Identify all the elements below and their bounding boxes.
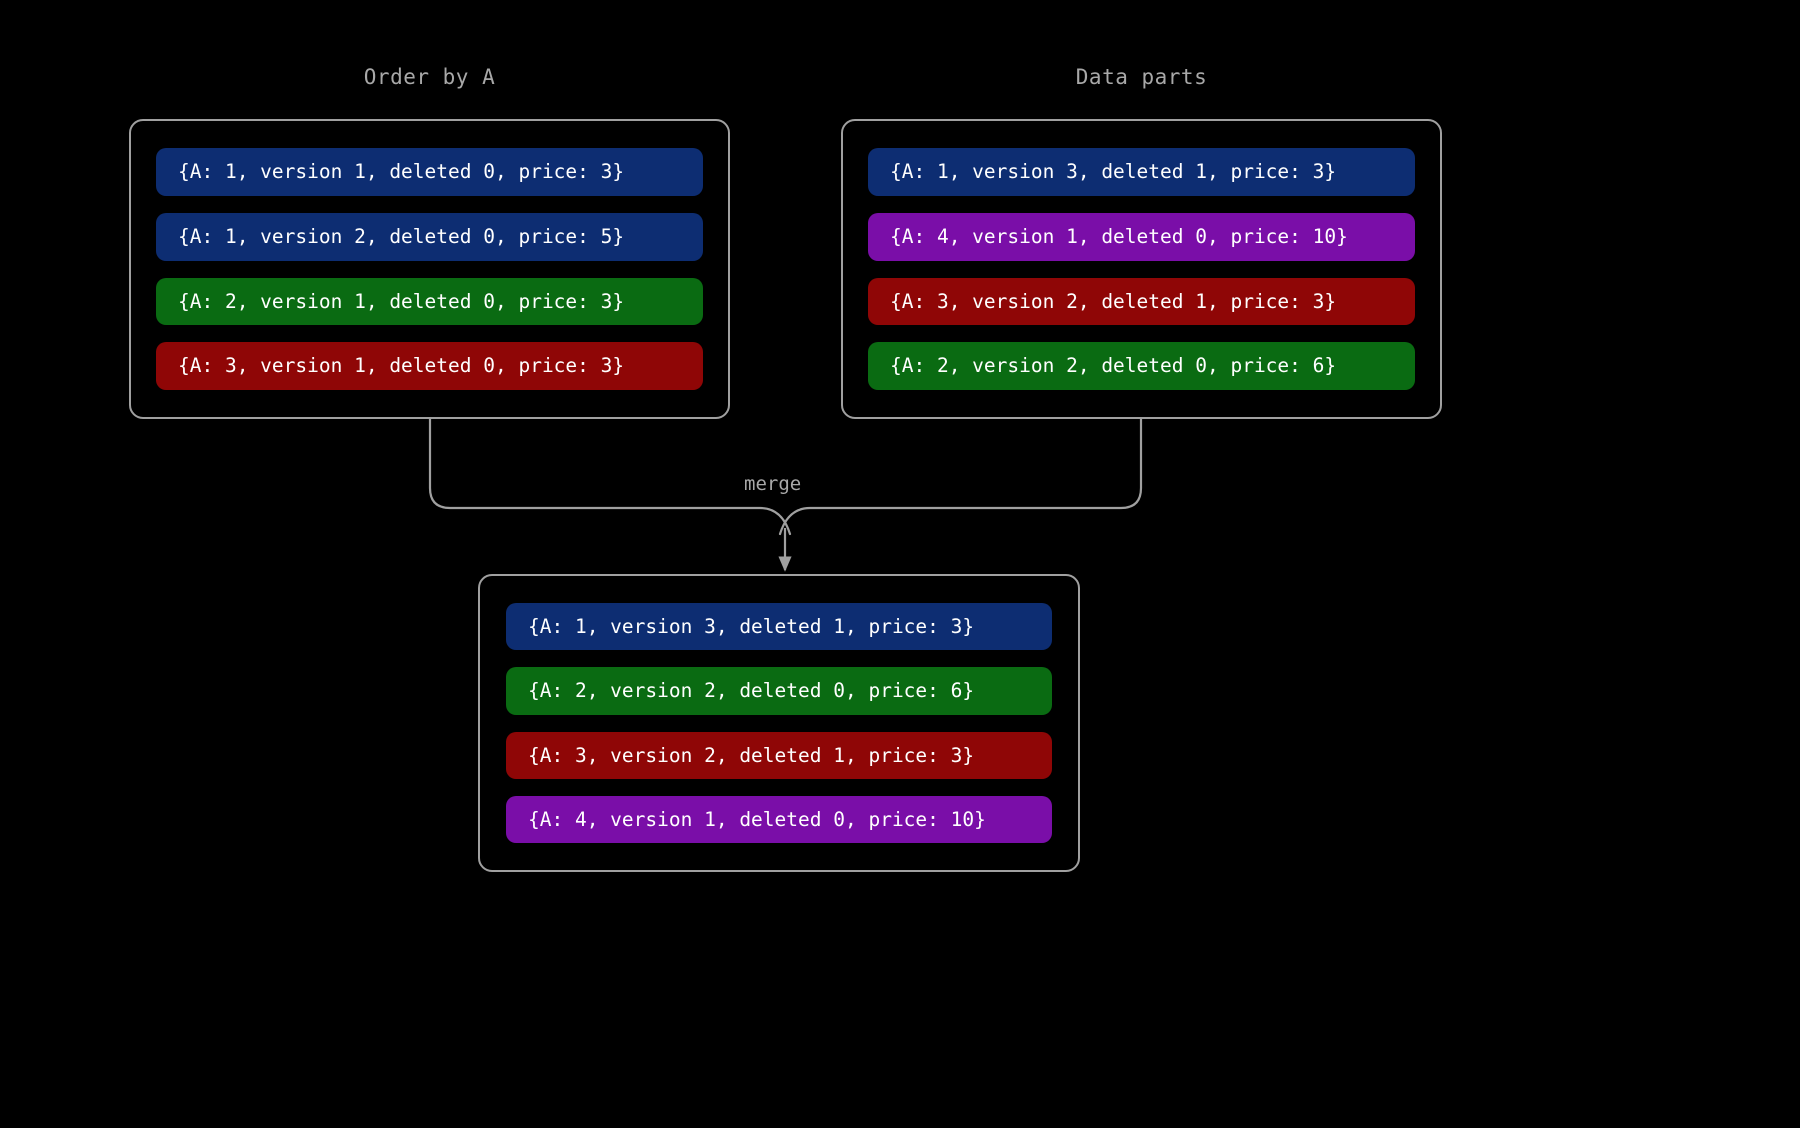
row-item[interactable]: {A: 3, version 1, deleted 0, price: 3} bbox=[156, 342, 703, 390]
row-item[interactable]: {A: 2, version 2, deleted 0, price: 6} bbox=[868, 342, 1415, 390]
connector-data-parts-to-merge bbox=[778, 417, 1143, 536]
panel-merged-result bbox=[478, 574, 1080, 872]
group-merged-result: {A: 1, version 3, deleted 1, price: 3} {… bbox=[478, 574, 1080, 872]
connector-order-by-a-to-merge bbox=[428, 417, 792, 536]
row-item[interactable]: {A: 3, version 2, deleted 1, price: 3} bbox=[506, 731, 1052, 779]
panel-data-parts bbox=[841, 119, 1442, 419]
row-item[interactable]: {A: 1, version 2, deleted 0, price: 5} bbox=[156, 212, 703, 261]
group-title-data-parts: Data parts bbox=[1075, 65, 1208, 89]
row-item[interactable]: {A: 1, version 3, deleted 1, price: 3} bbox=[506, 603, 1052, 651]
row-item[interactable]: {A: 1, version 3, deleted 1, price: 3} bbox=[868, 148, 1415, 196]
row-list-data-parts: {A: 1, version 3, deleted 1, price: 3} {… bbox=[841, 119, 1442, 419]
panel-order-by-a bbox=[129, 119, 730, 419]
group-title-order-by-a: Order by A bbox=[363, 65, 496, 89]
group-order-by-a: Order by A {A: 1, version 1, deleted 0, … bbox=[129, 65, 730, 419]
group-data-parts: Data parts {A: 1, version 3, deleted 1, … bbox=[841, 65, 1442, 419]
row-item[interactable]: {A: 3, version 2, deleted 1, price: 3} bbox=[868, 277, 1415, 326]
row-item[interactable]: {A: 2, version 1, deleted 0, price: 3} bbox=[156, 277, 703, 326]
row-list-order-by-a: {A: 1, version 1, deleted 0, price: 3} {… bbox=[129, 119, 730, 419]
row-item[interactable]: {A: 2, version 2, deleted 0, price: 6} bbox=[506, 667, 1052, 715]
row-list-merged-result: {A: 1, version 3, deleted 1, price: 3} {… bbox=[478, 574, 1080, 872]
row-item[interactable]: {A: 1, version 1, deleted 0, price: 3} bbox=[156, 148, 703, 196]
merge-label: merge bbox=[744, 473, 802, 495]
row-item[interactable]: {A: 4, version 1, deleted 0, price: 10} bbox=[506, 795, 1052, 843]
row-item[interactable]: {A: 4, version 1, deleted 0, price: 10} bbox=[868, 212, 1415, 261]
